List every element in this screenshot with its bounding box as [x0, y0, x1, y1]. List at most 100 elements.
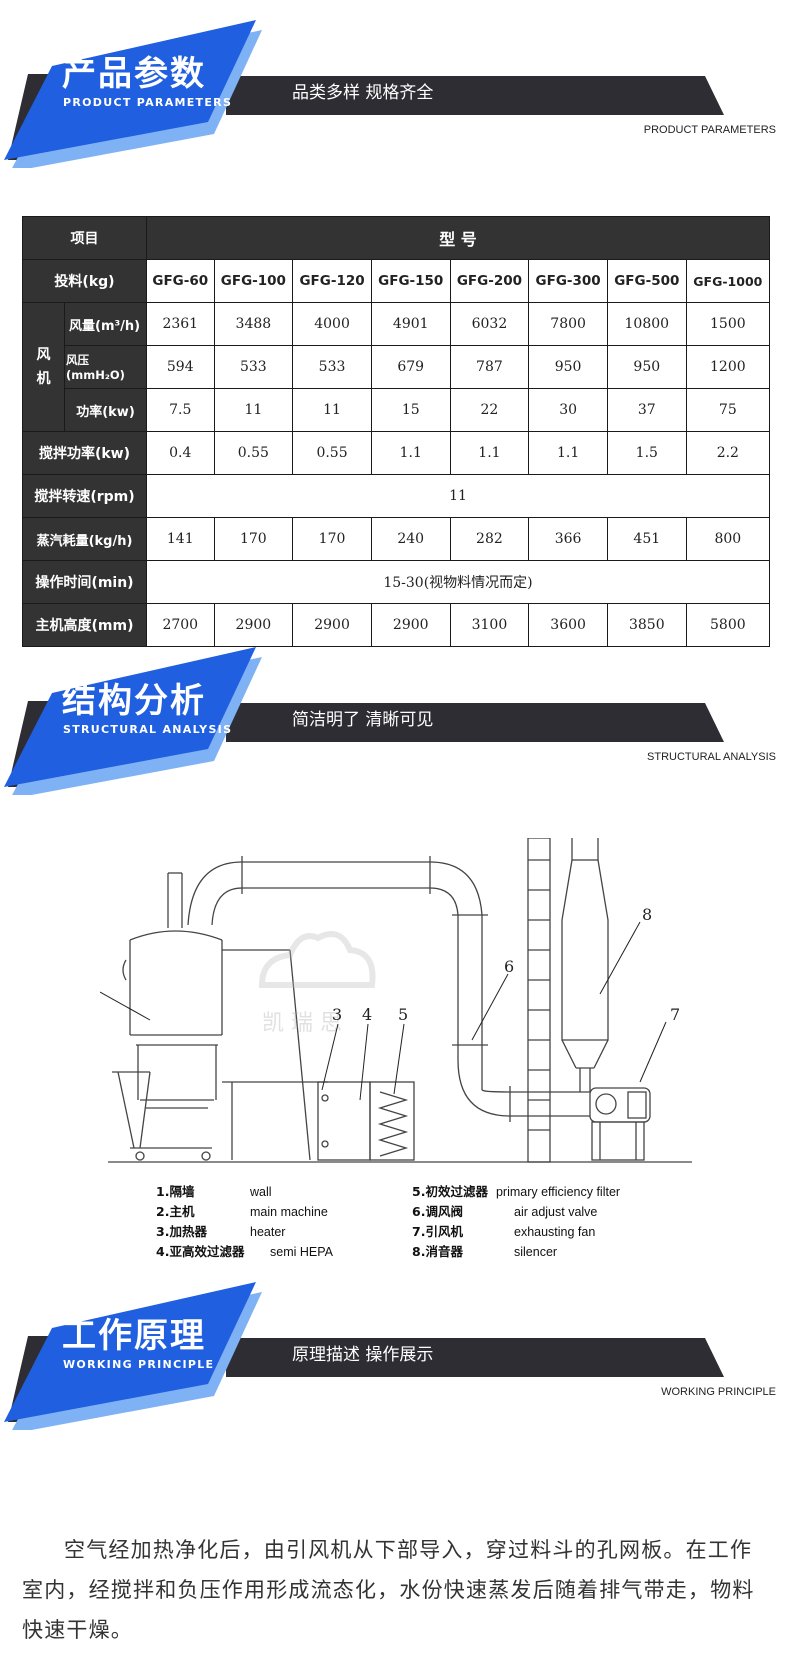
section-subtitle-en: STRUCTURAL ANALYSIS	[647, 751, 776, 763]
legend-cn: 5.初效过滤器	[412, 1184, 488, 1199]
legend-en: exhausting fan	[514, 1225, 596, 1239]
watermark: 凯 瑞 思	[258, 931, 376, 1036]
value-cell: 75	[685, 388, 771, 432]
value-cell: 22	[449, 388, 530, 432]
legend-en: primary efficiency filter	[495, 1185, 621, 1199]
section-title-en: STRUCTURAL ANALYSIS	[63, 723, 233, 736]
legend-cn: 8.消音器	[412, 1244, 463, 1259]
header-badge-graphic	[4, 20, 724, 168]
value-cell: 11	[213, 388, 294, 432]
section-title-en: PRODUCT PARAMETERS	[63, 96, 233, 109]
legend-item: 4.亚高效过滤器 semi HEPA	[156, 1242, 333, 1262]
legend-item: 5.初效过滤器 primary efficiency filter	[412, 1182, 620, 1202]
section-title-en: WORKING PRINCIPLE	[63, 1358, 215, 1371]
value-cell: 533	[292, 345, 372, 389]
exhaust-fan-drawing	[589, 1087, 651, 1161]
table-row-fan-volume: 风 机 风量(m³/h) 2361 3488 4000 4901 6032 78…	[22, 302, 771, 432]
section-slogan: 原理描述 操作展示	[292, 1345, 434, 1365]
value-cell: 451	[606, 517, 687, 561]
table-header-row: 项目 型 号	[22, 216, 770, 260]
section-header-params: 产品参数 PRODUCT PARAMETERS 品类多样 规格齐全 PRODUC…	[0, 18, 790, 168]
parameters-table: 项目 型 号 投料(kg) GFG-60 GFG-100 GFG-120 GFG…	[22, 216, 771, 647]
air-duct-drawing	[187, 856, 590, 1122]
value-cell: 4901	[370, 302, 451, 346]
legend-item: 7.引风机 exhausting fan	[412, 1222, 620, 1242]
table-row-op-time: 操作时间(min) 15-30(视物料情况而定)	[22, 560, 770, 604]
value-cell: 1.1	[449, 431, 530, 475]
callout-number: 8	[642, 905, 652, 924]
row-label: 蒸汽耗量(kg/h)	[22, 517, 147, 561]
fan-group-label: 风 机	[22, 302, 65, 432]
value-cell: 2900	[213, 603, 294, 647]
section-subtitle-en: WORKING PRINCIPLE	[661, 1386, 776, 1398]
value-cell: 5800	[685, 603, 771, 647]
value-cell: 282	[449, 517, 530, 561]
legend-cn: 4.亚高效过滤器	[156, 1244, 245, 1259]
main-machine-drawing	[112, 872, 328, 1161]
value-cell: 15-30(视物料情况而定)	[146, 560, 770, 604]
value-cell: 679	[370, 345, 451, 389]
legend-en: heater	[250, 1225, 286, 1239]
legend-en: silencer	[514, 1245, 558, 1259]
model-cell: GFG-150	[370, 259, 451, 303]
value-cell: 1200	[685, 345, 771, 389]
section-title: 结构分析	[62, 681, 206, 721]
value-cell: 2900	[292, 603, 372, 647]
value-cell: 0.55	[213, 431, 294, 475]
legend-en: wall	[250, 1185, 272, 1199]
legend-cn: 7.引风机	[412, 1224, 463, 1239]
value-cell: 950	[606, 345, 687, 389]
legend-cn: 3.加热器	[156, 1224, 207, 1239]
model-cell: GFG-500	[606, 259, 687, 303]
model-cell: GFG-100	[213, 259, 294, 303]
value-cell: 11	[292, 388, 372, 432]
row-label: 操作时间(min)	[22, 560, 147, 604]
model-cell: GFG-300	[528, 259, 608, 303]
value-cell: 1.1	[370, 431, 451, 475]
value-cell: 800	[685, 517, 771, 561]
heater-filter-drawing	[317, 1081, 415, 1161]
callout-number: 7	[670, 1005, 680, 1024]
section-title: 工作原理	[62, 1316, 206, 1356]
value-cell: 30	[528, 388, 608, 432]
model-cell: GFG-1000	[685, 259, 771, 303]
section-title: 产品参数	[62, 54, 206, 94]
legend-en: air adjust valve	[514, 1205, 598, 1219]
section-slogan: 简洁明了 清晰可见	[292, 710, 434, 730]
model-cell: GFG-200	[449, 259, 530, 303]
row-label: 主机高度(mm)	[22, 603, 147, 647]
value-cell: 2.2	[685, 431, 771, 475]
legend-cn: 2.主机	[156, 1204, 195, 1219]
row-label: 功率(kw)	[64, 388, 147, 432]
section-slogan: 品类多样 规格齐全	[292, 83, 434, 103]
section-subtitle-en: PRODUCT PARAMETERS	[643, 124, 776, 136]
legend-item: 8.消音器 silencer	[412, 1242, 620, 1262]
value-cell: 170	[213, 517, 294, 561]
value-cell: 10800	[606, 302, 687, 346]
table-row-steam: 蒸汽耗量(kg/h) 141 170 170 240 282 366 451 8…	[22, 517, 771, 561]
value-cell: 3850	[606, 603, 687, 647]
partition-wall-drawing	[527, 838, 551, 1163]
value-cell: 3100	[449, 603, 530, 647]
value-cell: 15	[370, 388, 451, 432]
value-cell: 37	[606, 388, 687, 432]
row-label: 搅拌功率(kw)	[22, 431, 147, 475]
value-cell: 2361	[146, 302, 215, 346]
table-row-load: 投料(kg) GFG-60 GFG-100 GFG-120 GFG-150 GF…	[22, 259, 771, 303]
value-cell: 11	[146, 474, 770, 518]
table-row-height: 主机高度(mm) 2700 2900 2900 2900 3100 3600 3…	[22, 603, 771, 647]
legend-en: semi HEPA	[270, 1245, 333, 1259]
header-model: 型 号	[146, 216, 770, 260]
value-cell: 240	[370, 517, 451, 561]
callout-number: 6	[504, 957, 514, 976]
value-cell: 3488	[213, 302, 294, 346]
value-cell: 7.5	[146, 388, 215, 432]
table-row-stir-power: 搅拌功率(kw) 0.4 0.55 0.55 1.1 1.1 1.1 1.5 2…	[22, 431, 771, 475]
value-cell: 366	[528, 517, 608, 561]
structure-diagram: 凯 瑞 思 1 2 3 4 5 6 7 8	[100, 838, 692, 1163]
silencer-drawing	[561, 838, 609, 1092]
